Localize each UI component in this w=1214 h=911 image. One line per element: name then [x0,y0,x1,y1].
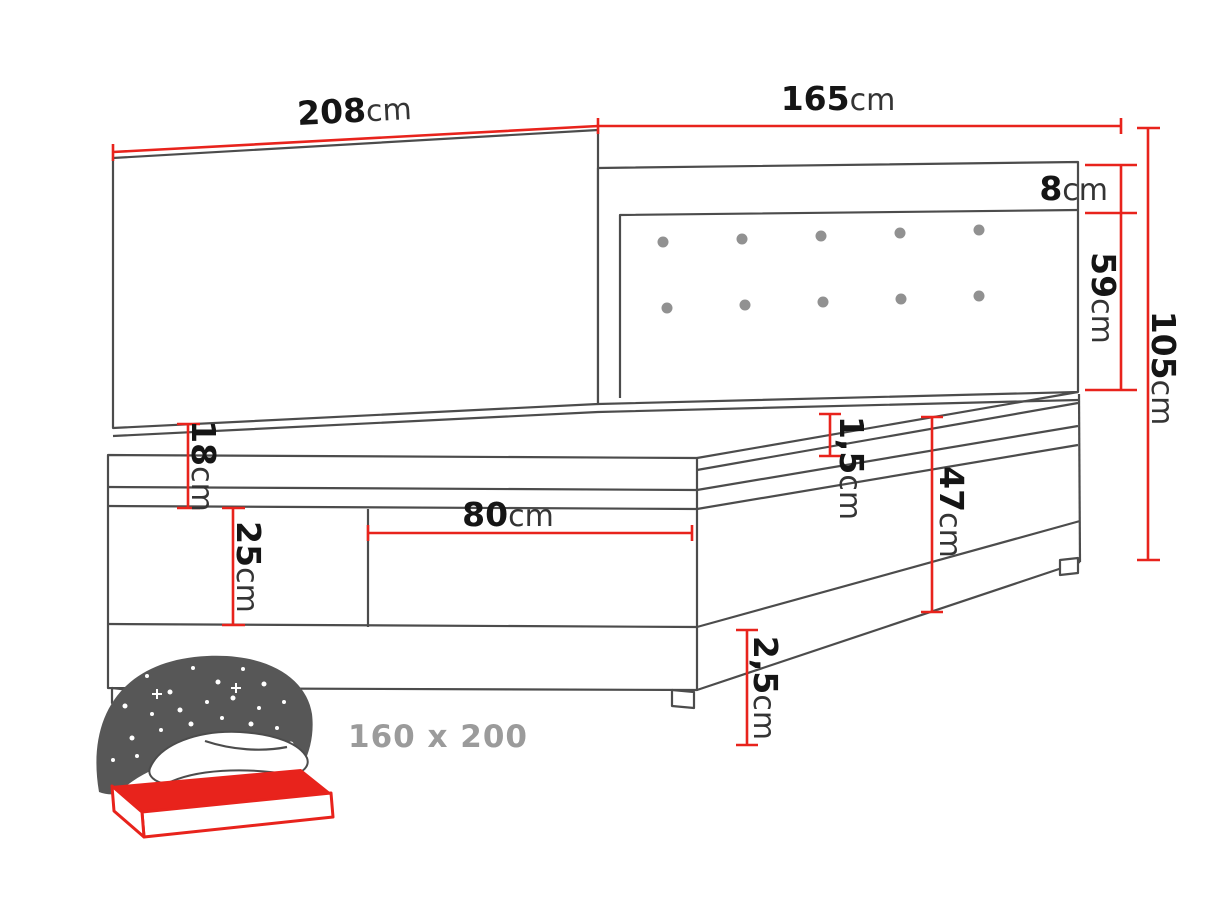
icon-base-side [110,784,146,839]
dim-feet-height [736,628,758,747]
dim-box-height [222,506,245,627]
icon-starry-headboard [96,655,313,795]
icon-stars [111,666,294,762]
side-top-edge [696,390,1079,460]
icon-duvet-fold [204,739,288,751]
headboard-button [973,290,985,302]
bed-size-icon [96,655,335,839]
dim-total-height [1137,126,1160,562]
dim-label-box-height: 25cm [229,521,268,613]
bed-foot-middle [670,688,696,710]
bed-foot-right [1058,556,1080,577]
dimension-labels: 208cm 165cm 8cm 59cm 105cm 18cm 25cm 80c… [184,79,1183,740]
dim-label-feet-height: 2,5cm [746,636,785,740]
headboard-button [817,296,829,308]
side-box-top-seam [696,443,1079,511]
dim-topper-height [819,412,841,458]
headboard-button [661,302,673,314]
headboard-button [973,224,985,236]
front-box-top-seam [107,504,698,511]
side-wall-panel [111,128,600,430]
headboard-button [736,233,748,245]
dim-label-panel-length: 208cm [296,88,412,133]
side-bottom-edge [696,560,1081,692]
headboard-buttons [657,224,985,314]
side-box-bottom-seam [696,519,1081,629]
bed-right-edge [1077,393,1082,563]
dim-label-headboard-top: 8cm [1039,169,1108,208]
side-topper-seam [696,401,1079,472]
dim-side-height [921,415,943,614]
headboard-button [657,236,669,248]
bed-side-face [696,390,1082,692]
dim-headboard-heights [1085,163,1137,392]
side-mattress-seam [696,424,1079,492]
front-mattress-seam [107,485,698,492]
dim-label-drawer-width: 80cm [462,495,554,534]
dim-drawer-width [366,525,694,541]
dim-label-topper-height: 1,5cm [832,416,871,520]
icon-mattress [112,769,331,812]
dimension-lines [111,118,1160,747]
headboard-panel [596,160,1080,406]
headboard-button [815,230,827,242]
front-box-bottom-seam [107,622,698,629]
mattress-back-edge [112,398,1079,438]
dim-mattress-height [177,422,200,510]
dim-label-mattress-height: 18cm [184,420,223,512]
bed-outline [106,128,1082,710]
size-label: 160 x 200 [348,719,528,755]
dim-label-side-height: 47cm [932,466,971,558]
dim-label-headboard-height: 59cm [1084,252,1123,344]
headboard-button [894,227,906,239]
dim-top-lengths [111,118,1123,161]
headboard-button [739,299,751,311]
dim-label-headboard-width: 165cm [781,79,896,118]
headboard-button [895,293,907,305]
dim-label-total-height: 105cm [1144,311,1183,426]
headboard-inner-edge [618,208,1079,398]
